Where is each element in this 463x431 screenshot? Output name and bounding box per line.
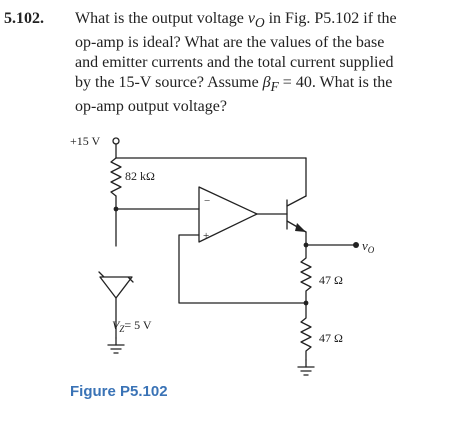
junction-dot	[303, 242, 309, 248]
r1-label: 82 kΩ	[125, 169, 155, 183]
problem-statement: 5.102. What is the output voltage vO in …	[0, 0, 463, 120]
supply-label: +15 V	[70, 134, 101, 148]
zener-voltage-label: VZ= 5 V	[112, 318, 152, 334]
emitter-arrow	[295, 223, 306, 232]
ground-symbol	[297, 359, 315, 376]
opamp-plus-label: +	[203, 230, 209, 242]
r3-label: 47 Ω	[319, 331, 343, 345]
resistor-47-bottom	[300, 302, 312, 361]
problem-line-1: What is the output voltage vO in Fig. P5…	[75, 10, 397, 31]
junction-dot	[303, 300, 309, 306]
figure-caption: Figure P5.102	[70, 383, 168, 400]
output-voltage-label: vO	[362, 238, 375, 255]
problem-number: 5.102.	[4, 10, 44, 27]
wire-feedback	[178, 234, 307, 304]
problem-line-5: op-amp output voltage?	[75, 98, 227, 116]
problem-line-2: op-amp is ideal? What are the values of …	[75, 34, 385, 52]
problem-line-4: by the 15-V source? Assume βF = 40. What…	[75, 74, 393, 95]
resistor-82k	[110, 157, 122, 197]
opamp-minus-label: −	[204, 195, 210, 207]
zener-diode	[98, 271, 134, 299]
resistor-47-top	[300, 244, 312, 304]
problem-line-3: and emitter currents and the total curre…	[75, 54, 394, 72]
supply-terminal	[112, 137, 120, 145]
op-amp	[198, 186, 258, 243]
r2-label: 47 Ω	[319, 273, 343, 287]
junction-dot	[113, 206, 119, 212]
output-terminal	[353, 242, 359, 248]
ground-symbol	[107, 337, 125, 354]
problem-text: What is the output voltage vO in Fig. P5…	[75, 9, 460, 117]
bjt-transistor	[286, 157, 307, 246]
